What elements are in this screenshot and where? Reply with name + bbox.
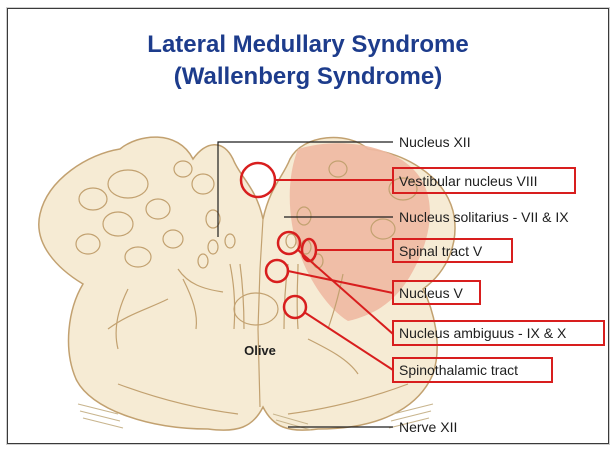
olive-label: Olive (244, 343, 276, 358)
label-spinothalamic: Spinothalamic tract (399, 362, 518, 378)
label-solitarius: Nucleus solitarius - VII & IX (399, 209, 569, 225)
slide: Lateral Medullary Syndrome (Wallenberg S… (7, 8, 609, 444)
label-spinal-tract: Spinal tract V (399, 243, 483, 259)
medulla-diagram: Olive (8, 9, 608, 443)
label-nucleus-v: Nucleus V (399, 285, 463, 301)
label-ambiguus: Nucleus ambiguus - IX & X (399, 325, 567, 341)
label-vestibular: Vestibular nucleus VIII (399, 173, 538, 189)
label-nucleus-xii: Nucleus XII (399, 134, 471, 150)
label-nerve-xii: Nerve XII (399, 419, 457, 435)
